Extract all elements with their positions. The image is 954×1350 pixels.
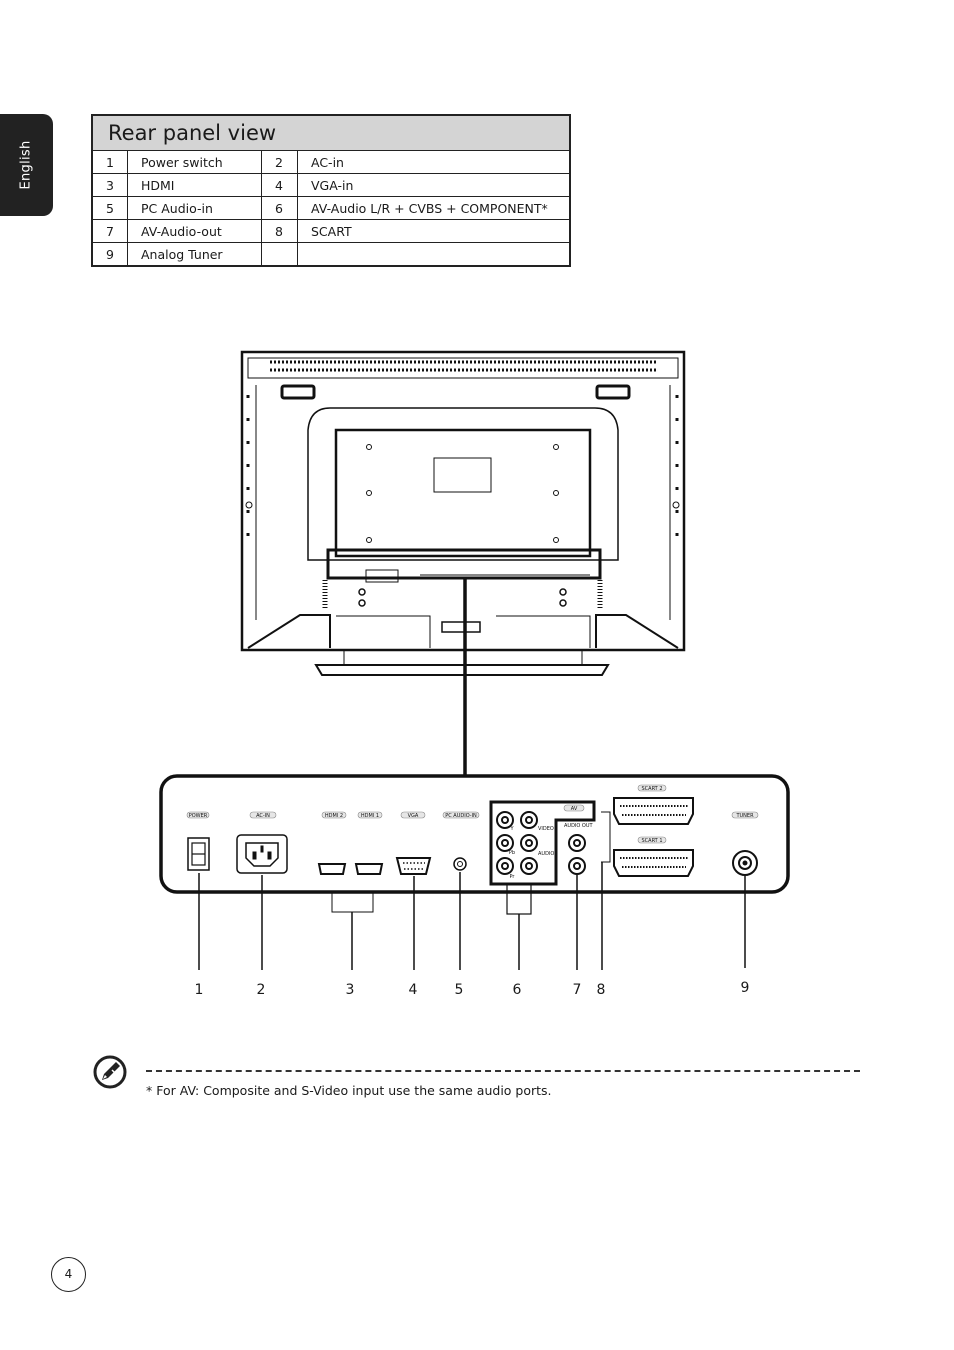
item-label — [297, 242, 571, 267]
callout-4: 4 — [408, 982, 418, 998]
item-number: 7 — [91, 219, 128, 243]
language-tab: English — [0, 114, 53, 216]
audio-label: AUDIO — [538, 851, 554, 857]
item-label: Power switch — [127, 150, 262, 174]
item-label: VGA-in — [297, 173, 571, 197]
table-row: 7 AV-Audio-out 8 SCART — [91, 219, 571, 243]
item-number: 9 — [91, 242, 128, 267]
video-label: VIDEO — [538, 826, 554, 832]
callout-6: 6 — [512, 982, 522, 998]
scart2-label: SCART 2 — [641, 786, 662, 792]
item-number: 6 — [261, 196, 298, 220]
item-number: 5 — [91, 196, 128, 220]
scart1-label: SCART 1 — [641, 838, 662, 844]
note-icon — [93, 1055, 127, 1089]
item-number: 2 — [261, 150, 298, 174]
vga-label: VGA — [408, 813, 419, 819]
power-label: POWER — [189, 813, 208, 819]
tv-back-illustration — [240, 350, 686, 676]
item-number: 1 — [91, 150, 128, 174]
item-label: PC Audio-in — [127, 196, 262, 220]
callout-lines — [198, 862, 746, 970]
rear-panel-table: Rear panel view 1 Power switch 2 AC-in 3… — [91, 114, 571, 267]
callout-8: 8 — [596, 982, 606, 998]
callout-2: 2 — [256, 982, 266, 998]
audio-out-label: AUDIO OUT — [564, 823, 594, 829]
item-label: Analog Tuner — [127, 242, 262, 267]
y-label: Y — [509, 826, 514, 832]
tuner-label: TUNER — [735, 813, 754, 819]
table-row: 3 HDMI 4 VGA-in — [91, 173, 571, 197]
item-number — [261, 242, 298, 267]
item-label: SCART — [297, 219, 571, 243]
page-number: 4 — [51, 1257, 86, 1292]
pb-label: Pb — [509, 850, 515, 856]
callout-5: 5 — [454, 982, 464, 998]
rear-panel-diagram: POWER AC-IN HDMI 2 HDMI 1 VGA PC AUDIO-I… — [159, 350, 790, 970]
pcaudio-label: PC AUDIO-IN — [445, 813, 477, 819]
hdmi1-label: HDMI 1 — [361, 813, 379, 819]
table-title: Rear panel view — [92, 115, 570, 151]
connector-panel: POWER AC-IN HDMI 2 HDMI 1 VGA PC AUDIO-I… — [159, 774, 790, 915]
hdmi2-label: HDMI 2 — [325, 813, 343, 819]
table-row: 1 Power switch 2 AC-in — [91, 150, 571, 174]
callout-1: 1 — [194, 982, 204, 998]
item-label: HDMI — [127, 173, 262, 197]
note-divider — [146, 1070, 860, 1072]
acin-label: AC-IN — [256, 813, 270, 819]
item-label: AC-in — [297, 150, 571, 174]
table-row: 9 Analog Tuner — [91, 242, 571, 267]
callout-7: 7 — [572, 982, 582, 998]
callout-9: 9 — [740, 980, 750, 996]
av-label: AV — [571, 806, 578, 812]
note-text: * For AV: Composite and S-Video input us… — [146, 1083, 552, 1098]
callout-3: 3 — [345, 982, 355, 998]
item-number: 3 — [91, 173, 128, 197]
pr-label: Pr — [510, 874, 516, 880]
item-label: AV-Audio-out — [127, 219, 262, 243]
item-number: 8 — [261, 219, 298, 243]
